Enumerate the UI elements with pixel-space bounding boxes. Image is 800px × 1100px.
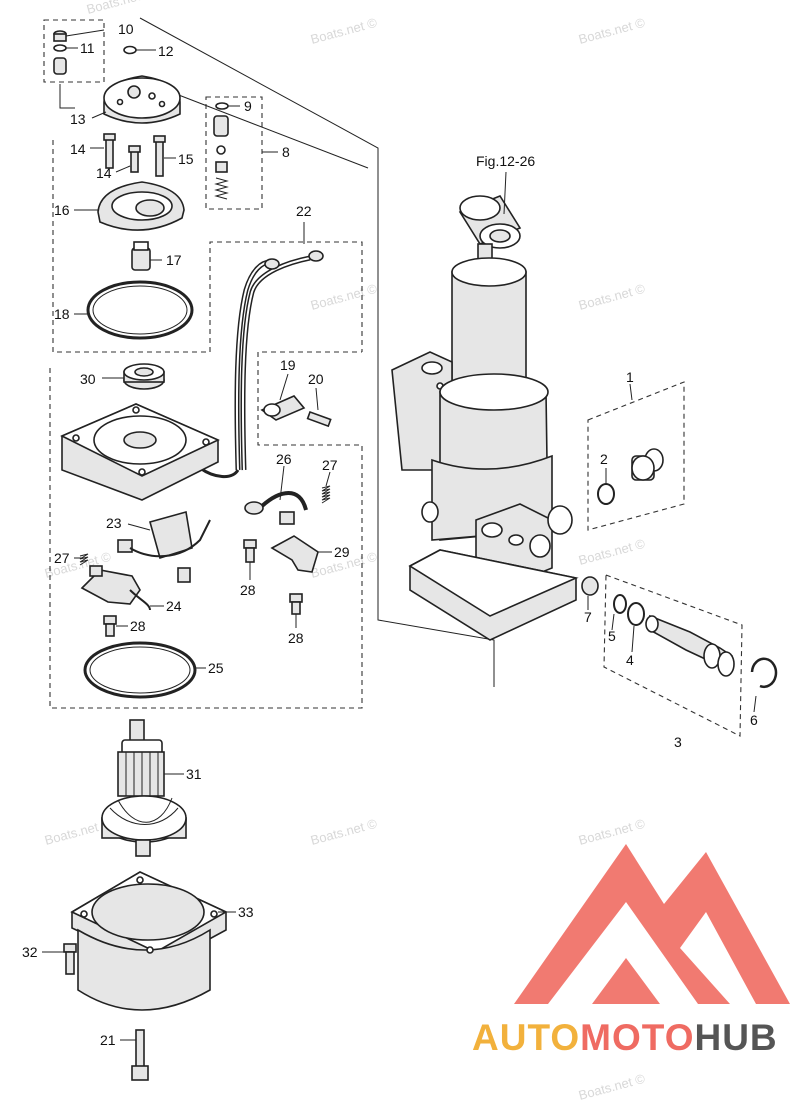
part-2 bbox=[597, 483, 615, 505]
group-boxes bbox=[43, 19, 743, 737]
motor-base-plate bbox=[60, 403, 220, 501]
callout-14b: 14 bbox=[96, 165, 112, 181]
group-box-8 bbox=[205, 96, 263, 210]
watermark: Boats.net © bbox=[309, 281, 379, 313]
callout-18: 18 bbox=[54, 306, 70, 322]
part-33-housing bbox=[70, 871, 228, 1011]
callout-26: 26 bbox=[276, 451, 292, 467]
callout-23: 23 bbox=[106, 515, 122, 531]
callout-5: 5 bbox=[608, 628, 616, 644]
bolts-14-15 bbox=[103, 133, 166, 177]
watermark: Boats.net © bbox=[85, 0, 155, 17]
group-box-10 bbox=[43, 19, 105, 83]
callout-6: 6 bbox=[750, 712, 758, 728]
watermark: Boats.net © bbox=[577, 536, 647, 568]
callout-14a: 14 bbox=[70, 141, 86, 157]
callout-8: 8 bbox=[282, 144, 290, 160]
callout-1: 1 bbox=[626, 369, 634, 385]
part-16 bbox=[97, 181, 185, 231]
callout-25: 25 bbox=[208, 660, 224, 676]
part-19-20 bbox=[260, 395, 332, 428]
callout-30: 30 bbox=[80, 371, 96, 387]
callout-28c: 28 bbox=[288, 630, 304, 646]
callout-2: 2 bbox=[600, 451, 608, 467]
part-21 bbox=[131, 1029, 149, 1081]
callout-15: 15 bbox=[178, 151, 194, 167]
part-8-9 bbox=[213, 102, 229, 200]
callout-13: 13 bbox=[70, 111, 86, 127]
callout-3: 3 bbox=[674, 734, 682, 750]
callout-29: 29 bbox=[334, 544, 350, 560]
callout-21: 21 bbox=[100, 1032, 116, 1048]
callout-31: 31 bbox=[186, 766, 202, 782]
callout-12: 12 bbox=[158, 43, 174, 59]
callout-16: 16 bbox=[54, 202, 70, 218]
callout-33: 33 bbox=[238, 904, 254, 920]
callout-11: 11 bbox=[80, 40, 95, 56]
group-box-3 bbox=[603, 574, 743, 737]
watermark: Boats.net © bbox=[309, 816, 379, 848]
part-7 bbox=[581, 576, 599, 596]
logo-text-moto: MOTO bbox=[580, 1017, 694, 1058]
part-12 bbox=[123, 45, 137, 55]
callouts: 10 11 12 13 14 14 15 16 17 18 9 8 22 19 … bbox=[22, 21, 758, 1048]
callout-24: 24 bbox=[166, 598, 182, 614]
part-27-spring bbox=[321, 485, 331, 504]
callout-32: 32 bbox=[22, 944, 38, 960]
callout-17: 17 bbox=[166, 252, 182, 268]
logo-text-auto: AUTO bbox=[472, 1017, 580, 1058]
figure-ref: Fig.12-26 bbox=[476, 153, 535, 169]
part-10-11 bbox=[53, 30, 67, 75]
part-13 bbox=[103, 75, 181, 124]
part-31-armature bbox=[101, 719, 187, 857]
part-23 bbox=[117, 510, 211, 583]
watermark: Boats.net © bbox=[577, 15, 647, 47]
callout-7: 7 bbox=[584, 609, 592, 625]
watermark: Boats.net © bbox=[577, 1071, 647, 1100]
watermark: Boats.net © bbox=[577, 281, 647, 313]
part-18 bbox=[86, 280, 194, 340]
part-24 bbox=[80, 565, 151, 611]
part-30 bbox=[123, 363, 165, 390]
group-box-22 bbox=[49, 351, 363, 709]
callout-27a: 27 bbox=[322, 457, 338, 473]
leader-lines bbox=[42, 29, 757, 1041]
logo-wordmark: AUTOMOTOHUB bbox=[472, 1017, 778, 1058]
watermark: Boats.net © bbox=[309, 15, 379, 47]
callout-28b: 28 bbox=[130, 618, 146, 634]
assembly-lines bbox=[59, 17, 495, 687]
part-3-valve bbox=[613, 594, 778, 688]
part-27-spring bbox=[79, 553, 89, 566]
callout-10: 10 bbox=[118, 21, 134, 37]
callout-22: 22 bbox=[296, 203, 312, 219]
part-1 bbox=[631, 448, 664, 481]
callout-4: 4 bbox=[626, 652, 634, 668]
part-22-harness bbox=[199, 250, 324, 478]
screws-28 bbox=[103, 539, 303, 637]
callout-9: 9 bbox=[244, 98, 252, 114]
part-32 bbox=[63, 943, 77, 975]
group-box-1 bbox=[587, 381, 685, 531]
logo-text-hub: HUB bbox=[694, 1017, 777, 1058]
callout-27b: 27 bbox=[54, 550, 70, 566]
part-17 bbox=[131, 241, 151, 271]
part-29 bbox=[270, 535, 319, 573]
callout-20: 20 bbox=[308, 371, 324, 387]
logo-mark bbox=[514, 844, 790, 1004]
tilt-cylinder bbox=[391, 195, 579, 641]
part-26 bbox=[244, 491, 308, 525]
watermark: Boats.net © bbox=[577, 816, 647, 848]
group-box-upper bbox=[52, 140, 363, 353]
callout-19: 19 bbox=[280, 357, 296, 373]
callout-28a: 28 bbox=[240, 582, 256, 598]
part-25 bbox=[83, 641, 197, 699]
